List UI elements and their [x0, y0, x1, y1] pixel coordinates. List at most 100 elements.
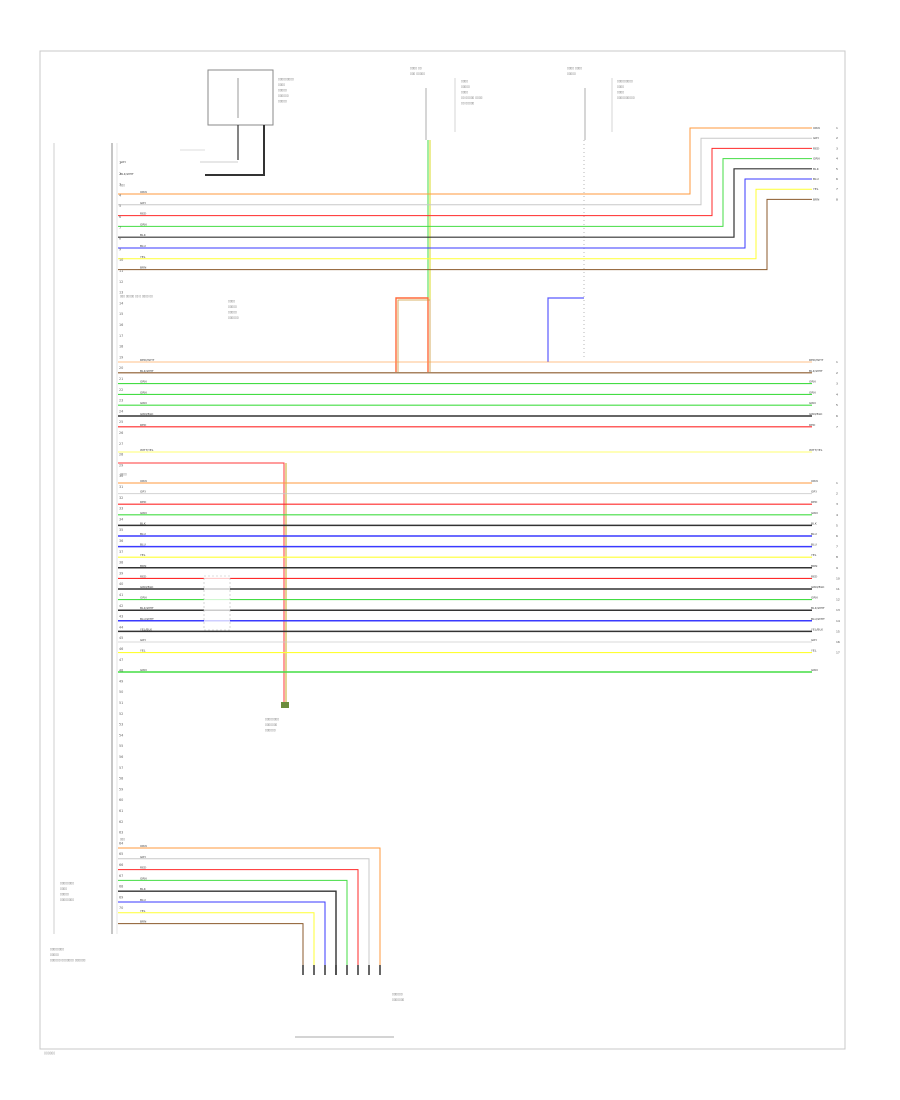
jumper-wire-orn-loop: [397, 299, 431, 372]
component-label: ▯▯▯▯▯▯: [228, 316, 239, 320]
component-label: ▯▯▯▯▯: [50, 953, 59, 957]
connector-label: ▯▯▯: [120, 837, 125, 841]
pin-number: 4: [119, 193, 121, 197]
wire-code: GRN/BLK: [140, 585, 154, 589]
component-label: ▯▯▯▯▯: [228, 310, 237, 314]
wire-code: GRN: [811, 511, 818, 515]
top-bundle-wire: [118, 137, 812, 206]
wire-code: ORN: [140, 190, 147, 194]
pin-number: 5: [119, 204, 121, 208]
component-label: ▯▯▯▯: [617, 90, 624, 94]
pin-number: 22: [119, 388, 123, 392]
wire-code: BLK: [140, 521, 147, 525]
pin-number: 1: [836, 481, 838, 485]
pin-number: 67: [119, 874, 123, 878]
pin-number: 36: [119, 539, 123, 543]
pin-number: 5: [836, 523, 838, 527]
pin-number: 53: [119, 723, 123, 727]
wire-code: GRN: [811, 668, 818, 672]
pin-number: 45: [119, 636, 123, 640]
connector-label: ▯▯▯: [120, 183, 125, 187]
pin-number: 12: [119, 280, 123, 284]
top-bundle-wire: [118, 147, 812, 217]
pin-number: 24: [119, 409, 123, 413]
wire-code: RED: [811, 574, 818, 578]
pin-number: 47: [119, 658, 123, 662]
pin-number: 3: [836, 146, 838, 150]
pin-number: 1: [119, 161, 121, 165]
pin-number: 17: [836, 651, 840, 655]
pin-number: 70: [119, 906, 123, 910]
wire-code: GRN: [140, 596, 147, 600]
page-code: ▯▯▯▯▯▯: [44, 1051, 55, 1055]
pin-number: 38: [119, 561, 123, 565]
pin-number: 59: [119, 787, 123, 791]
wire-code: GRY: [140, 490, 146, 494]
pin-number: 15: [836, 629, 840, 633]
pin-number: 2: [836, 371, 838, 375]
wire-code: GRN: [811, 596, 818, 600]
pin-number: 7: [119, 226, 121, 230]
wire-code: RED: [811, 500, 818, 504]
pin-number: 9: [119, 247, 121, 251]
pin-number: 57: [119, 766, 123, 770]
pin-number: 37: [119, 550, 123, 554]
wire-code: BRN: [140, 920, 146, 924]
wire-code: GRY: [140, 855, 146, 859]
wire-code: ORN: [140, 844, 147, 848]
connector-label: ▯▯▯ ▯▯▯▯▯ ▯▯ ▯ ▯▯▯▯ ▯▯: [120, 294, 153, 298]
pin-number: 15: [119, 312, 123, 316]
wire-code: YEL: [140, 649, 146, 653]
ignition-wire-blk-gry: [205, 125, 265, 176]
pin-number: 8: [836, 555, 838, 559]
component-label: ▯▯▯▯: [617, 85, 624, 89]
wire-code: RED: [140, 212, 147, 216]
connector-label: ▯▯▯▯: [120, 472, 127, 476]
component-label: ▯▯▯▯▯▯▯▯▯: [617, 79, 633, 83]
wire-code: BLK/WHT: [140, 606, 154, 610]
wire-code: BLK: [811, 521, 818, 525]
component-label: ▯▯▯▯▯▯▯: [265, 723, 278, 727]
wire-code: GRY: [140, 201, 146, 205]
top-bundle-wire: [118, 168, 812, 238]
wire-code: GRN/BLK: [809, 412, 823, 416]
pin-number: 64: [119, 841, 123, 845]
pin-number: 3: [119, 183, 121, 187]
bottom-bundle-wire: [118, 901, 326, 975]
wire-code: BLU: [813, 177, 819, 181]
wire-code: RED: [140, 423, 147, 427]
wire-code: GRN: [809, 380, 816, 384]
pin-number: 7: [836, 425, 838, 429]
pin-number: 68: [119, 885, 123, 889]
pin-number: 33: [119, 507, 123, 511]
pin-number: 5: [836, 167, 838, 171]
component-label: ▯▯▯▯▯▯ ▯▯▯▯▯▯▯ ▯▯▯▯▯▯: [50, 958, 86, 962]
component-label: ▯▯▯▯▯▯: [278, 94, 289, 98]
pin-number: 44: [119, 625, 123, 629]
top-bundle-wire: [118, 198, 812, 271]
component-label: ▯▯▯▯▯▯▯: [392, 998, 405, 1002]
ignition-switch-box: [207, 69, 274, 126]
pin-number: 66: [119, 863, 123, 867]
wire-code: BLU/WHT: [811, 617, 825, 621]
pin-number: 7: [836, 545, 838, 549]
pin-number: 69: [119, 895, 123, 899]
pin-number: 14: [119, 301, 123, 305]
pin-number: 10: [119, 258, 123, 262]
wire-code: GRN: [140, 222, 147, 226]
pin-number: 26: [119, 431, 123, 435]
pin-number: 31: [119, 485, 123, 489]
wire-code: GRN/BLK: [811, 585, 825, 589]
bottom-bundle-wire: [118, 879, 348, 975]
pin-number: 9: [836, 566, 838, 570]
wire-code: GRY: [140, 638, 146, 642]
wire-code: BRN: [813, 197, 819, 201]
bottom-bundle-wire: [118, 923, 304, 975]
pin-number: 55: [119, 744, 123, 748]
jumper-wire-red-loop: [395, 297, 429, 372]
component-label: ▯▯▯▯▯▯▯▯: [265, 717, 279, 721]
wire-code: BLU: [811, 543, 817, 547]
pin-number: 18: [119, 345, 123, 349]
pin-number: 43: [119, 615, 123, 619]
